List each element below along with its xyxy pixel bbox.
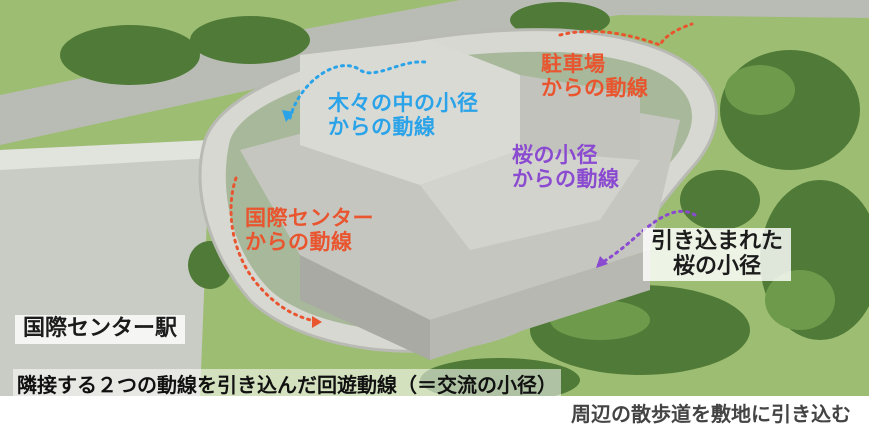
label-parking-path-line1: 駐車場 bbox=[541, 52, 606, 76]
building-terrace bbox=[420, 150, 640, 250]
overlay-caption: 隣接する２つの動線を引き込んだ回遊動線（＝交流の小径） bbox=[13, 369, 561, 396]
arrowhead-sakura bbox=[596, 256, 608, 268]
flow-arrow-center bbox=[229, 176, 322, 324]
label-forest-path: 木々の中の小径 からの動線 bbox=[328, 91, 479, 139]
sakura-path-box: 引き込まれた 桜の小径 bbox=[643, 228, 792, 282]
tree-highlights bbox=[550, 65, 835, 340]
flow-arrow-parking bbox=[558, 22, 694, 47]
building-facade bbox=[300, 255, 430, 360]
label-parking-path-line2: からの動線 bbox=[541, 75, 649, 100]
label-forest-path-line2: からの動線 bbox=[328, 114, 436, 139]
label-center-path-line2: からの動線 bbox=[245, 229, 353, 254]
adjacent-building bbox=[0, 140, 210, 396]
building-facade-glass bbox=[430, 250, 650, 360]
sakura-box-line1: 引き込まれた bbox=[651, 229, 784, 254]
label-sakura-path-line1: 桜の小径 bbox=[512, 143, 598, 167]
label-center-path-line1: 国際センター bbox=[245, 206, 374, 230]
sakura-box-line2: 桜の小径 bbox=[673, 253, 762, 279]
label-sakura-path-line2: からの動線 bbox=[512, 166, 620, 191]
adjacent-building-roof-edge bbox=[0, 140, 212, 170]
station-label: 国際センター駅 bbox=[15, 315, 186, 344]
arrowhead-center bbox=[312, 316, 322, 328]
label-center-path: 国際センター からの動線 bbox=[245, 206, 374, 254]
arrowhead-forest bbox=[282, 110, 294, 122]
label-forest-path-line1: 木々の中の小径 bbox=[328, 91, 479, 115]
aerial-rendering: 木々の中の小径 からの動線 駐車場 からの動線 桜の小径 からの動線 国際センタ… bbox=[0, 0, 869, 396]
label-parking-path: 駐車場 からの動線 bbox=[541, 52, 649, 100]
footer-caption: 周辺の散歩道を敷地に引き込む bbox=[571, 402, 851, 425]
building-tower bbox=[300, 40, 520, 185]
building-tower-side bbox=[520, 75, 640, 160]
flow-arrow-forest bbox=[288, 60, 427, 120]
label-sakura-path: 桜の小径 からの動線 bbox=[512, 143, 620, 191]
